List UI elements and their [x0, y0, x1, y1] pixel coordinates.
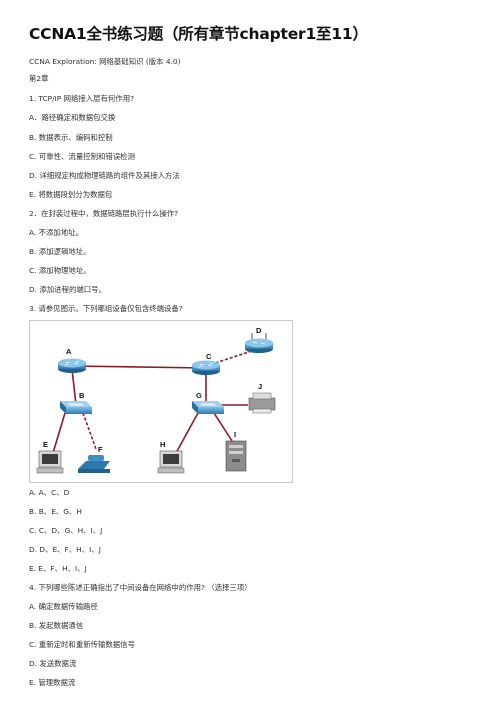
- label-f: F: [98, 445, 103, 454]
- switch-g-icon: [192, 401, 224, 414]
- router-a-icon: [58, 358, 86, 373]
- question-1-option-d: D. 详细规定构成物理链路的组件及其接入方法: [29, 171, 180, 180]
- question-3-option-e: E. E、F、H、I、J: [29, 564, 87, 573]
- link-g-h: [175, 412, 199, 454]
- question-3-option-c: C. C、D、G、H、I、J: [29, 526, 103, 535]
- chapter-heading: 第2章: [29, 74, 49, 83]
- document-title: CCNA1全书练习题（所有章节chapter1至11）: [29, 25, 368, 43]
- question-1-option-e: E. 将数据段划分为数据包: [29, 190, 113, 199]
- document-subtitle: CCNA Exploration: 网络基础知识 (版本 4.0): [29, 57, 181, 66]
- label-j: J: [258, 382, 262, 391]
- question-2-text: 2．在封装过程中，数据链路层执行什么操作?: [29, 209, 179, 218]
- label-g: G: [196, 391, 202, 400]
- pc-h-icon: [157, 450, 185, 474]
- server-i-icon: [225, 440, 247, 472]
- question-4-text: 4. 下列哪些陈述正确指出了中间设备在网络中的作用? （选择三项）: [29, 583, 252, 592]
- question-3-text: 3. 请参见图示。下列哪组设备仅包含终端设备?: [29, 304, 183, 313]
- link-a-b: [71, 368, 77, 406]
- link-a-c: [71, 365, 207, 369]
- question-3-option-d: D. D、E、F、H、I、J: [29, 545, 101, 554]
- question-4-option-e: E. 管理数据流: [29, 678, 76, 687]
- link-b-f: [82, 412, 97, 450]
- wireless-router-d-icon: [245, 333, 273, 353]
- switch-b-icon: [60, 401, 92, 414]
- question-4-option-d: D. 发送数据流: [29, 659, 77, 668]
- question-1-option-a: A．路径确定和数据包交换: [29, 113, 116, 122]
- question-2-option-c: C. 添加物理地址。: [29, 266, 91, 275]
- question-3-option-a: A. A、C、D: [29, 488, 70, 497]
- label-h: H: [160, 440, 165, 449]
- question-1-text: 1. TCP/IP 网络接入层有何作用?: [29, 94, 135, 103]
- pc-e-icon: [36, 450, 64, 474]
- label-a: A: [66, 347, 72, 356]
- link-g-i: [213, 412, 233, 442]
- label-e: E: [43, 440, 48, 449]
- question-2-option-a: A. 不添加地址。: [29, 228, 83, 237]
- question-4-option-b: B. 发起数据通信: [29, 621, 84, 630]
- label-b: B: [79, 391, 85, 400]
- question-1-option-b: B. 数据表示、编码和控制: [29, 133, 113, 142]
- ip-phone-f-icon: [78, 455, 110, 473]
- label-d: D: [256, 326, 262, 335]
- link-b-e: [52, 412, 66, 454]
- network-topology-graphic: A C D: [36, 326, 276, 474]
- network-diagram: A C D: [29, 320, 293, 483]
- question-4-option-c: C. 重新定时和重新传输数据信号: [29, 640, 135, 649]
- label-i: I: [234, 430, 236, 439]
- question-2-option-b: B. 添加逻辑地址。: [29, 247, 91, 256]
- router-c-icon: [192, 360, 220, 375]
- question-2-option-d: D. 添加进程的端口号。: [29, 285, 106, 294]
- question-1-option-c: C. 可靠性、流量控制和错误检测: [29, 152, 135, 161]
- label-c: C: [206, 352, 212, 361]
- question-3-option-b: B. B、E、G、H: [29, 507, 82, 516]
- printer-j-icon: [248, 392, 276, 414]
- question-4-option-a: A. 确定数据传输路径: [29, 602, 98, 611]
